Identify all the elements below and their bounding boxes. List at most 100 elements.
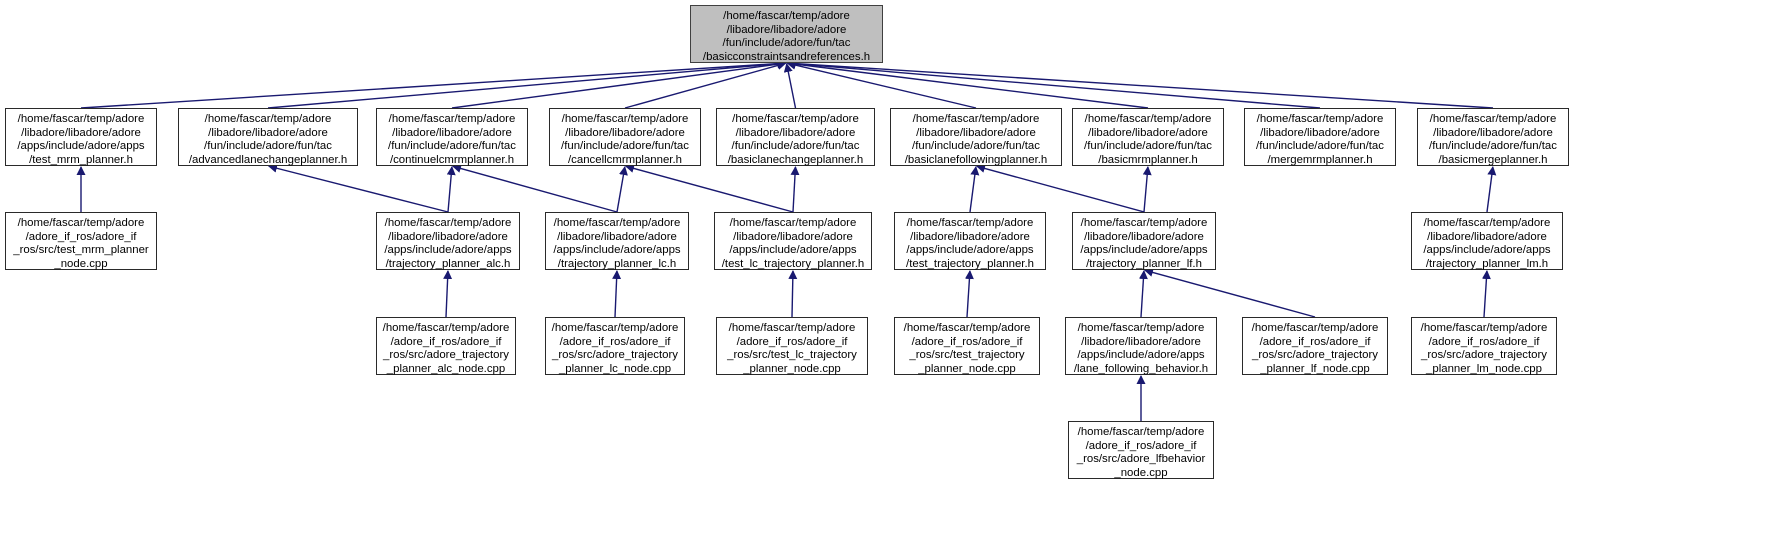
edge-advancedlanechangeplanner-h-to-basicconstraintsandreferences-h — [267, 59, 787, 109]
node-line: /libadore/libadore/adore — [916, 126, 1036, 139]
node-line: /home/fascar/temp/adore — [561, 113, 689, 125]
node-line: /home/fascar/temp/adore — [17, 113, 145, 125]
node-line: /apps/include/adore/apps — [906, 244, 1034, 257]
node-line: /apps/include/adore/apps — [17, 140, 145, 153]
node-lane-following-behavior-h[interactable]: /home/fascar/temp/adore/libadore/libador… — [1065, 317, 1217, 375]
node-line: /cancellcmrmplanner.h — [568, 153, 682, 166]
node-line: /fun/include/adore/fun/tac — [561, 140, 689, 153]
node-line: /home/fascar/temp/adore — [732, 113, 859, 125]
node-line: /adore_if_ros/adore_if — [25, 230, 137, 243]
edge-test-trajectory-planner-node-cpp-to-test-trajectory-planner-h — [964, 269, 974, 318]
node-adore-trajectory-planner-lm-node-cpp[interactable]: /home/fascar/temp/adore/adore_if_ros/ado… — [1411, 317, 1557, 375]
node-line: /libadore/libadore/adore — [1260, 126, 1380, 139]
node-line: /home/fascar/temp/adore — [723, 10, 850, 22]
node-line: /home/fascar/temp/adore — [1420, 322, 1548, 334]
node-line: /fun/include/adore/fun/tac — [731, 140, 860, 153]
node-line: /home/fascar/temp/adore — [1423, 217, 1551, 229]
node-basicmrmplanner-h[interactable]: /home/fascar/temp/adore/libadore/libador… — [1072, 108, 1224, 166]
node-trajectory-planner-alc-h[interactable]: /home/fascar/temp/adore/libadore/libador… — [376, 212, 520, 270]
node-line: /apps/include/adore/apps — [1080, 244, 1208, 257]
edge-mergemrmplanner-h-to-basicconstraintsandreferences-h — [786, 59, 1321, 109]
edge-basicmergeplanner-h-to-basicconstraintsandreferences-h — [786, 59, 1494, 109]
node-line: /libadore/libadore/adore — [726, 23, 847, 36]
node-line: /basicconstraintsandreferences.h — [702, 50, 871, 63]
node-line: /adore_if_ros/adore_if — [390, 335, 502, 348]
node-line: /apps/include/adore/apps — [1077, 349, 1205, 362]
node-line: /continuelcmrmplanner.h — [389, 153, 515, 166]
edge-basicmrmplanner-h-to-basicconstraintsandreferences-h — [786, 59, 1149, 109]
node-line: /libadore/libadore/adore — [392, 126, 512, 139]
node-basiclanefollowingplanner-h[interactable]: /home/fascar/temp/adore/libadore/libador… — [890, 108, 1062, 166]
node-line: /adore_if_ros/adore_if — [1085, 439, 1197, 452]
node-trajectory-planner-lf-h[interactable]: /home/fascar/temp/adore/libadore/libador… — [1072, 212, 1216, 270]
node-adore-trajectory-planner-lf-node-cpp[interactable]: /home/fascar/temp/adore/adore_if_ros/ado… — [1242, 317, 1388, 375]
node-line: /home/fascar/temp/adore — [388, 113, 516, 125]
node-line: _ros/src/adore_trajectory — [1421, 349, 1547, 362]
edge-test-lc-trajectory-planner-h-to-basiclanechangeplanner-h — [790, 165, 800, 213]
node-test-trajectory-planner-node-cpp[interactable]: /home/fascar/temp/adore/adore_if_ros/ado… — [894, 317, 1040, 375]
node-line: /home/fascar/temp/adore — [551, 322, 679, 334]
node-line: /home/fascar/temp/adore — [1251, 322, 1379, 334]
node-continuelcmrmplanner-h[interactable]: /home/fascar/temp/adore/libadore/libador… — [376, 108, 528, 166]
node-line: /trajectory_planner_lm.h — [1425, 257, 1549, 270]
node-line: /home/fascar/temp/adore — [903, 322, 1031, 334]
edge-trajectory-planner-lc-h-to-continuelcmrmplanner-h — [451, 164, 618, 213]
node-adore-lfbehavior-node-cpp[interactable]: /home/fascar/temp/adore/adore_if_ros/ado… — [1068, 421, 1214, 479]
node-line: /home/fascar/temp/adore — [553, 217, 681, 229]
node-line: _ros/src/adore_lfbehavior — [1076, 453, 1206, 466]
node-adore-trajectory-planner-lc-node-cpp[interactable]: /home/fascar/temp/adore/adore_if_ros/ado… — [545, 317, 685, 375]
node-test-mrm-planner-h[interactable]: /home/fascar/temp/adore/libadore/libador… — [5, 108, 157, 166]
node-line: /libadore/libadore/adore — [208, 126, 328, 139]
node-line: /libadore/libadore/adore — [557, 230, 677, 243]
edge-trajectory-planner-lm-h-to-basicmergeplanner-h — [1486, 166, 1497, 213]
node-line: /home/fascar/temp/adore — [1077, 322, 1205, 334]
node-test-lc-trajectory-planner-h[interactable]: /home/fascar/temp/adore/libadore/libador… — [714, 212, 872, 270]
edge-trajectory-planner-lf-h-to-basiclanefollowingplanner-h — [975, 164, 1145, 213]
node-adore-trajectory-planner-alc-node-cpp[interactable]: /home/fascar/temp/adore/adore_if_ros/ado… — [376, 317, 516, 375]
node-trajectory-planner-lm-h[interactable]: /home/fascar/temp/adore/libadore/libador… — [1411, 212, 1563, 270]
node-line: /home/fascar/temp/adore — [1077, 426, 1205, 438]
node-line: _ros/src/adore_trajectory — [1252, 349, 1378, 362]
node-mergemrmplanner-h[interactable]: /home/fascar/temp/adore/libadore/libador… — [1244, 108, 1396, 166]
edge-cancellcmrmplanner-h-to-basicconstraintsandreferences-h — [624, 61, 787, 109]
edge-lane-following-behavior-h-to-trajectory-planner-lf-h — [1138, 269, 1148, 318]
edge-test-mrm-planner-h-to-basicconstraintsandreferences-h — [80, 59, 787, 109]
node-line: /test_lc_trajectory_planner.h — [721, 257, 865, 270]
node-line: _planner_lf_node.cpp — [1260, 362, 1370, 375]
node-line: _ros/src/adore_trajectory — [552, 349, 678, 362]
node-line: /trajectory_planner_lc.h — [557, 257, 677, 270]
node-test-lc-trajectory-planner-node-cpp[interactable]: /home/fascar/temp/adore/adore_if_ros/ado… — [716, 317, 868, 375]
node-line: /adore_if_ros/adore_if — [1428, 335, 1540, 348]
node-trajectory-planner-lc-h[interactable]: /home/fascar/temp/adore/libadore/libador… — [545, 212, 689, 270]
node-basicconstraintsandreferences-h[interactable]: /home/fascar/temp/adore/libadore/libador… — [690, 5, 883, 63]
node-basicmergeplanner-h[interactable]: /home/fascar/temp/adore/libadore/libador… — [1417, 108, 1569, 166]
node-line: /basiclanechangeplanner.h — [727, 153, 864, 166]
node-cancellcmrmplanner-h[interactable]: /home/fascar/temp/adore/libadore/libador… — [549, 108, 701, 166]
node-line: /adore_if_ros/adore_if — [911, 335, 1023, 348]
node-test-trajectory-planner-h[interactable]: /home/fascar/temp/adore/libadore/libador… — [894, 212, 1046, 270]
node-line: /basiclanefollowingplanner.h — [904, 153, 1048, 166]
node-test-mrm-planner-node-cpp[interactable]: /home/fascar/temp/adore/adore_if_ros/ado… — [5, 212, 157, 270]
node-line: /trajectory_planner_alc.h — [385, 257, 511, 270]
node-line: /basicmrmplanner.h — [1098, 153, 1198, 166]
node-line: /home/fascar/temp/adore — [384, 217, 512, 229]
node-line: /libadore/libadore/adore — [1084, 230, 1204, 243]
node-line: _node.cpp — [54, 257, 108, 270]
node-line: /home/fascar/temp/adore — [382, 322, 510, 334]
node-line: _planner_node.cpp — [743, 362, 841, 375]
node-line: /adore_if_ros/adore_if — [559, 335, 671, 348]
node-line: /home/fascar/temp/adore — [1256, 113, 1384, 125]
node-line: /home/fascar/temp/adore — [1429, 113, 1557, 125]
node-line: /home/fascar/temp/adore — [729, 217, 857, 229]
node-line: /fun/include/adore/fun/tac — [204, 140, 332, 153]
node-basiclanechangeplanner-h[interactable]: /home/fascar/temp/adore/libadore/libador… — [716, 108, 875, 166]
node-line: _ros/src/adore_trajectory — [383, 349, 509, 362]
node-line: /home/fascar/temp/adore — [1080, 217, 1208, 229]
node-line: _ros/src/test_trajectory — [909, 349, 1025, 362]
node-line: /fun/include/adore/fun/tac — [1084, 140, 1212, 153]
node-line: /apps/include/adore/apps — [1423, 244, 1551, 257]
node-line: /libadore/libadore/adore — [1081, 335, 1201, 348]
node-line: _planner_lm_node.cpp — [1426, 362, 1542, 375]
node-line: /adore_if_ros/adore_if — [736, 335, 848, 348]
node-advancedlanechangeplanner-h[interactable]: /home/fascar/temp/adore/libadore/libador… — [178, 108, 358, 166]
